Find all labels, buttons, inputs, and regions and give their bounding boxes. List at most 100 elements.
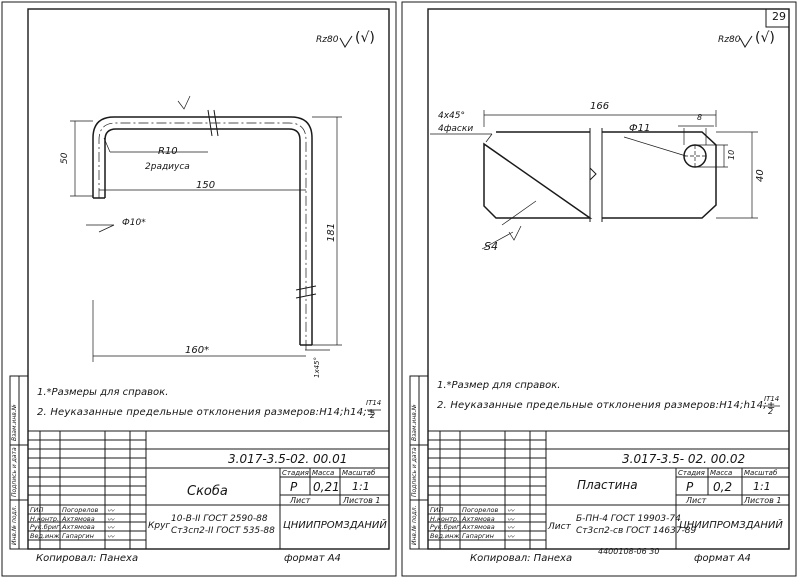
left-role-1: Н.контр.	[30, 515, 60, 523]
right-role-2: Рук.бриг.	[430, 523, 462, 531]
left-copied: Копировал: Панеха	[36, 553, 139, 564]
plate-thickness: S4	[484, 240, 498, 253]
right-format: формат А4	[694, 553, 751, 564]
right-person-1: Ахтямова	[462, 515, 495, 523]
right-frame	[427, 8, 790, 550]
left-mass: 0,21	[313, 480, 340, 494]
right-roughness: Rz80	[718, 35, 741, 45]
right-roughness-mark	[739, 35, 753, 48]
right-hdr-scale: Масштаб	[744, 469, 778, 477]
right-material-label: Лист	[548, 522, 571, 532]
left-sheet: Лист	[290, 496, 311, 505]
right-material-2: Ст3сп2-св ГОСТ 14637-89	[576, 526, 697, 536]
right-title-block-lines	[428, 430, 789, 549]
left-material-1: 10-В-II ГОСТ 2590-88	[171, 514, 268, 524]
left-signature-0: 〰	[107, 507, 114, 515]
right-material-1: Б-ПН-4 ГОСТ 19903-74	[576, 514, 681, 524]
bracket-dim-181: 181	[326, 222, 337, 242]
plate-dim-8: 8	[697, 113, 703, 122]
left-side-sign: Подпись и дата	[11, 447, 18, 497]
left-signature-2: 〰	[107, 524, 114, 532]
right-doc-code: 3.017-3.5- 02. 00.02	[622, 452, 746, 466]
right-person-0: Погорелов	[462, 506, 499, 514]
right-scale: 1:1	[753, 480, 771, 493]
right-sheet: Лист	[686, 496, 707, 505]
left-side-inv: Инв.№ подл.	[11, 505, 18, 546]
right-copied: Копировал: Панеха	[470, 553, 573, 564]
left-hdr-scale: Масштаб	[342, 469, 376, 477]
plate-outline	[483, 128, 717, 222]
left-stage: Р	[290, 480, 298, 494]
right-org: ЦНИИПРОМЗДАНИЙ	[679, 520, 783, 531]
left-sheets: Листов 1	[343, 496, 381, 505]
left-person-0: Погорелов	[62, 506, 99, 514]
right-note-1: 1.*Размер для справок.	[437, 380, 561, 391]
bracket-chamfer: 1х45°	[313, 356, 321, 378]
left-tol-den: 2	[370, 411, 376, 420]
left-hdr-stage: Стадия	[282, 469, 309, 477]
left-role-0: ГИП	[30, 506, 44, 514]
plate-dim-166: 166	[590, 101, 610, 112]
right-role-3: Вед.инж.	[430, 532, 462, 540]
left-person-2: Ахтямова	[62, 523, 95, 531]
bracket-dim-50: 50	[60, 152, 70, 164]
plate-dim-40: 40	[755, 169, 766, 182]
right-side-sign: Подпись и дата	[411, 447, 418, 497]
left-signature-1: 〰	[107, 516, 114, 524]
left-hdr-mass: Масса	[312, 469, 335, 477]
right-part-name: Пластина	[577, 478, 638, 492]
right-tol-num: IT14	[764, 395, 780, 403]
left-note-1: 1.*Размеры для справок.	[37, 387, 169, 398]
right-mass: 0,2	[713, 480, 733, 494]
plate-chamfer: 4х45°	[438, 111, 466, 121]
bracket-radius: R10	[158, 146, 178, 157]
right-side-replace: Взам.инв.№	[411, 404, 418, 441]
right-stage: Р	[686, 480, 694, 494]
right-signature-0: 〰	[507, 507, 514, 515]
right-signature-1: 〰	[507, 516, 514, 524]
left-roughness: Rz80	[316, 35, 339, 45]
plate-hole: Ф11	[629, 123, 651, 134]
page-number: 29	[772, 10, 786, 23]
left-role-2: Рук.бриг.	[30, 523, 62, 531]
left-doc-code: 3.017-3.5-02. 00.01	[228, 452, 348, 466]
right-sheet-border	[401, 1, 797, 577]
left-org: ЦНИИПРОМЗДАНИЙ	[283, 520, 387, 531]
right-signature-2: 〰	[507, 524, 514, 532]
left-sheet-border	[1, 1, 397, 577]
right-signature-3: 〰	[507, 533, 514, 541]
plate-dim-10: 10	[727, 149, 736, 160]
right-person-3: Гапаргин	[462, 532, 494, 540]
left-note-2: 2. Неуказанные предельные отклонения раз…	[37, 407, 376, 418]
page-number-box	[765, 9, 789, 28]
left-scale: 1:1	[352, 480, 370, 493]
left-material-label: Круг	[148, 521, 171, 531]
left-format: формат А4	[284, 553, 341, 564]
left-side-replace: Взам.инв.№	[11, 404, 18, 441]
left-frame	[27, 8, 390, 550]
right-note-2: 2. Неуказанные предельные отклонения раз…	[437, 400, 776, 411]
bracket-radius-note: 2радиуса	[145, 162, 190, 172]
left-material-2: Ст3сп2-II ГОСТ 535-88	[171, 526, 275, 536]
bracket-dim-150: 150	[196, 180, 216, 191]
right-tol-den: 2	[768, 407, 774, 416]
plate-chamfer-note: 4фаски	[438, 124, 474, 134]
left-title-block-lines	[28, 430, 389, 549]
right-role-1: Н.контр.	[430, 515, 460, 523]
right-side-inv: Инв.№ подл.	[411, 505, 418, 546]
right-role-0: ГИП	[430, 506, 444, 514]
left-person-3: Гапаргин	[62, 532, 94, 540]
right-doc-number: 4400108-06 30	[598, 547, 660, 556]
bracket-dim-160: 160*	[185, 345, 210, 356]
left-roughness-mark	[339, 35, 353, 48]
right-person-2: Ахтямова	[462, 523, 495, 531]
left-tol-num: IT14	[366, 399, 382, 407]
right-roughness-paren: (√)	[755, 30, 775, 46]
left-signature-3: 〰	[107, 533, 114, 541]
right-hdr-stage: Стадия	[678, 469, 705, 477]
left-role-3: Вед.инж.	[30, 532, 62, 540]
bracket-diameter: Ф10*	[122, 218, 146, 228]
left-roughness-paren: (√)	[355, 30, 375, 46]
right-sheets: Листов 1	[744, 496, 782, 505]
